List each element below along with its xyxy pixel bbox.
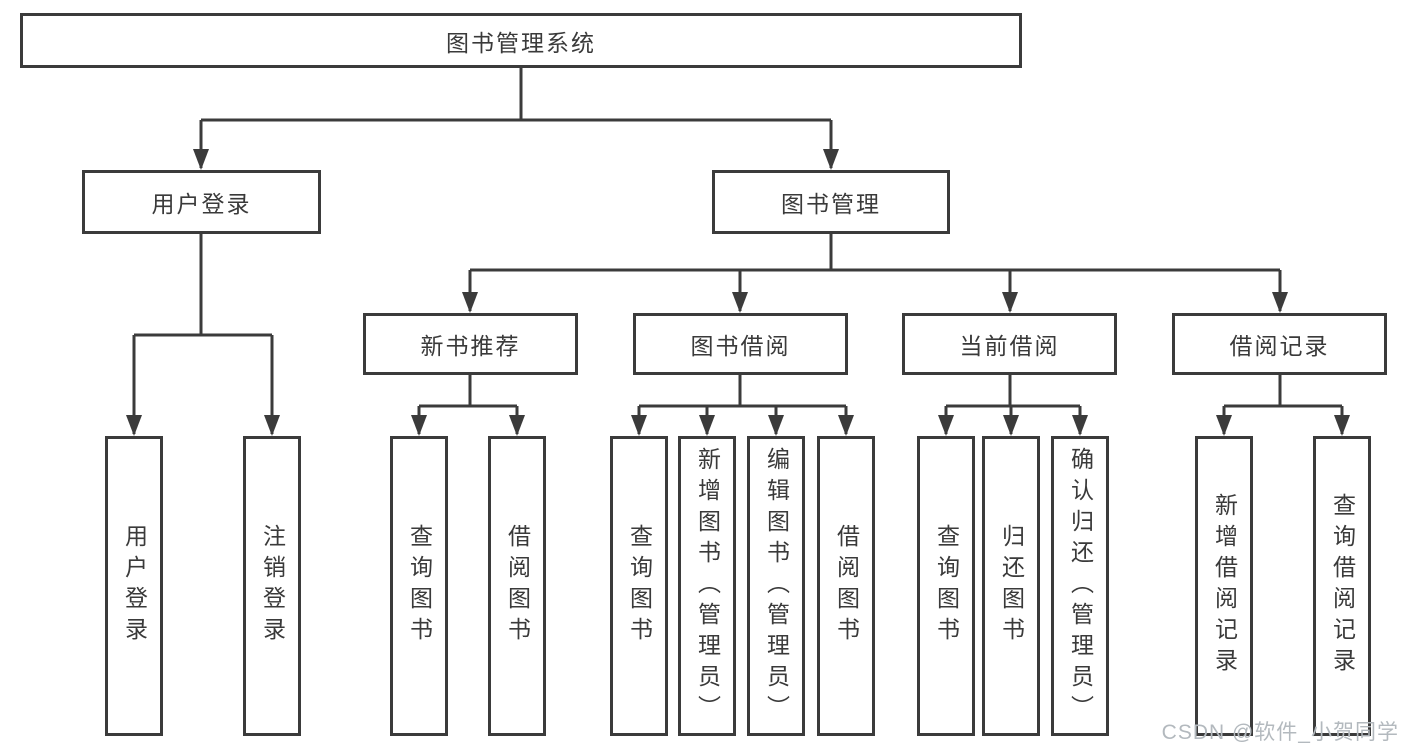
node-book-borrow: 图书借阅	[633, 313, 848, 375]
node-label: 编辑图书（管理员）	[763, 446, 790, 726]
node-label: 当前借阅	[959, 333, 1060, 359]
leaf-query-books-recommend: 查询图书	[390, 436, 448, 736]
node-new-book-recommend: 新书推荐	[363, 313, 578, 375]
node-user-login: 用户登录	[82, 170, 321, 234]
leaf-user-login: 用户登录	[105, 436, 163, 736]
node-label: 新书推荐	[420, 333, 521, 359]
leaf-borrow-books-recommend: 借阅图书	[488, 436, 546, 736]
leaf-query-books-borrow: 查询图书	[610, 436, 668, 736]
node-current-borrow: 当前借阅	[902, 313, 1117, 375]
leaf-borrow-books: 借阅图书	[817, 436, 875, 736]
node-label: 图书借阅	[690, 333, 791, 359]
leaf-query-books-current: 查询图书	[917, 436, 975, 736]
leaf-query-borrow-record: 查询借阅记录	[1313, 436, 1371, 736]
node-label: 归还图书	[998, 524, 1025, 648]
csdn-watermark: CSDN @软件_小贺同学	[1161, 721, 1399, 744]
node-label: 注销登录	[259, 524, 286, 648]
node-borrow-records: 借阅记录	[1172, 313, 1387, 375]
node-label: 查询图书	[933, 524, 960, 648]
node-label: 图书管理	[781, 191, 881, 217]
node-label: 图书管理系统	[446, 29, 596, 56]
node-label: 查询图书	[626, 524, 653, 648]
node-label: 查询图书	[406, 524, 433, 648]
leaf-add-books-admin: 新增图书（管理员）	[678, 436, 736, 736]
node-label: 借阅记录	[1229, 333, 1330, 359]
leaf-confirm-return-admin: 确认归还（管理员）	[1051, 436, 1109, 736]
leaf-add-borrow-record: 新增借阅记录	[1195, 436, 1253, 736]
node-label: 借阅图书	[833, 524, 860, 648]
node-label: 确认归还（管理员）	[1067, 446, 1094, 726]
node-label: 查询借阅记录	[1329, 493, 1356, 679]
node-label: 用户登录	[151, 191, 252, 217]
node-label: 借阅图书	[504, 524, 531, 648]
leaf-return-books: 归还图书	[982, 436, 1040, 736]
leaf-edit-books-admin: 编辑图书（管理员）	[747, 436, 805, 736]
leaf-logout: 注销登录	[243, 436, 301, 736]
node-label: 新增借阅记录	[1211, 493, 1238, 679]
node-label: 用户登录	[121, 524, 148, 648]
node-book-management: 图书管理	[712, 170, 950, 234]
node-label: 新增图书（管理员）	[694, 446, 721, 726]
arrowhead-icons	[126, 149, 1350, 436]
node-library-system: 图书管理系统	[20, 13, 1022, 68]
